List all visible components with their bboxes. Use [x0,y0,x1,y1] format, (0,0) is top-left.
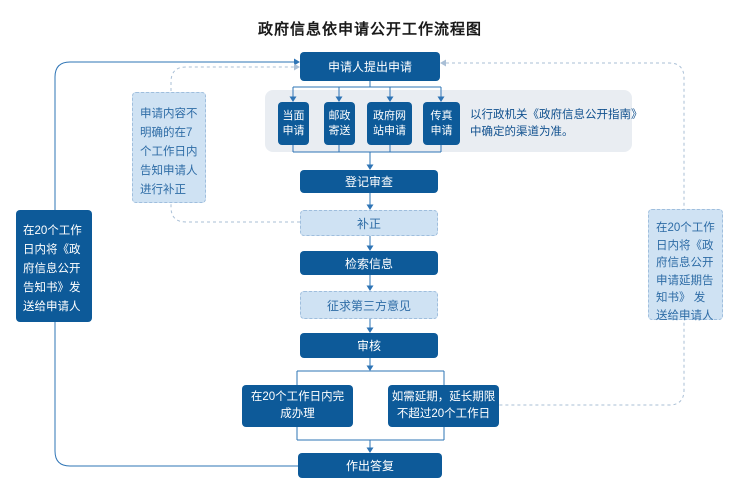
node-channel-website: 政府网站申请 [367,102,412,145]
node-channel-postal: 邮政寄送 [324,102,355,145]
node-register-review: 登记审查 [300,170,438,193]
node-complete-20-days: 在20个工作日内完成办理 [242,385,353,427]
arrow-into-apply-right [440,59,446,67]
node-correction: 补正 [300,210,438,236]
arrow-into-apply-dashed [294,63,300,71]
node-retrieve-info: 检索信息 [300,251,438,275]
node-apply: 申请人提出申请 [300,52,440,81]
node-reply: 作出答复 [298,453,442,478]
note-extension-notice-20-days: 在20个工作日内将《政府信息公开申请延期告知书》 发送给申请人 [648,209,723,322]
note-disclosure-notice-20-days: 在20个工作日内将《政府信息公开告知书》发送给申请人 [16,210,92,322]
note-correction-7-days: 申请内容不明确的在7个工作日内告知申请人进行补正 [132,92,206,203]
node-review: 审核 [300,333,438,358]
page-title: 政府信息依申请公开工作流程图 [257,21,482,38]
node-channel-fax: 传真申请 [423,102,460,145]
node-extend-20-days: 如需延期，延长期限不超过20个工作日 [388,385,499,427]
node-channel-in-person: 当面申请 [278,102,309,145]
channel-note: 以行政机关《政府信息公开指南》中确定的渠道为准。 [470,109,643,138]
node-third-party-opinion: 征求第三方意见 [300,291,438,319]
arrow-into-apply-solid [294,58,300,66]
